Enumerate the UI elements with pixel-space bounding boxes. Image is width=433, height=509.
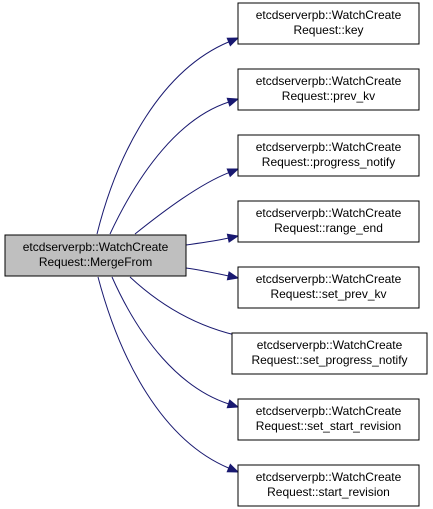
node-range_end[interactable]: etcdserverpb::WatchCreateRequest::range_…: [237, 200, 420, 243]
node-label-line1: etcdserverpb::WatchCreate: [256, 470, 402, 484]
node-label-line2: Request::key: [293, 23, 363, 37]
node-box: [237, 68, 420, 111]
node-set_progress_notify[interactable]: etcdserverpb::WatchCreateRequest::set_pr…: [231, 332, 428, 375]
node-box: [4, 234, 187, 277]
node-label-line2: Request::progress_notify: [262, 155, 395, 169]
node-label-line1: etcdserverpb::WatchCreate: [256, 74, 402, 88]
edge-merge_from-to-set_start_revision: [111, 276, 229, 405]
node-label-line1: etcdserverpb::WatchCreate: [256, 206, 402, 220]
edge-merge_from-to-start_revision: [97, 276, 229, 469]
node-label-line1: etcdserverpb::WatchCreate: [256, 272, 402, 286]
node-label-line1: etcdserverpb::WatchCreate: [256, 140, 402, 154]
node-progress_notify[interactable]: etcdserverpb::WatchCreateRequest::progre…: [237, 134, 420, 177]
node-label-line1: etcdserverpb::WatchCreate: [23, 240, 169, 254]
node-set_start_revision[interactable]: etcdserverpb::WatchCreateRequest::set_st…: [237, 398, 420, 441]
node-set_prev_kv[interactable]: etcdserverpb::WatchCreateRequest::set_pr…: [237, 266, 420, 309]
edge-merge_from-to-set_progress_notify: [129, 276, 253, 339]
arrowhead-range_end: [226, 233, 240, 243]
node-label-line2: Request::MergeFrom: [39, 255, 152, 269]
node-box: [237, 2, 420, 45]
nodes-layer: etcdserverpb::WatchCreateRequest::MergeF…: [4, 2, 428, 507]
node-label-line2: Request::set_prev_kv: [270, 287, 386, 301]
node-label-line1: etcdserverpb::WatchCreate: [257, 338, 403, 352]
edge-merge_from-to-key: [96, 41, 229, 235]
node-box: [231, 332, 428, 375]
arrowhead-key: [226, 37, 240, 47]
node-box: [237, 200, 420, 243]
node-start_revision[interactable]: etcdserverpb::WatchCreateRequest::start_…: [237, 464, 420, 507]
edge-merge_from-to-set_prev_kv: [185, 267, 229, 277]
node-label-line2: Request::start_revision: [267, 485, 390, 499]
arrowhead-set_start_revision: [226, 399, 240, 409]
node-label-line2: Request::prev_kv: [282, 89, 375, 103]
node-label-line2: Request::set_progress_notify: [251, 353, 407, 367]
node-label-line1: etcdserverpb::WatchCreate: [256, 8, 402, 22]
edge-merge_from-to-range_end: [185, 237, 229, 246]
node-source-merge_from[interactable]: etcdserverpb::WatchCreateRequest::MergeF…: [4, 234, 187, 277]
arrowhead-start_revision: [226, 463, 240, 473]
node-label-line2: Request::set_start_revision: [256, 419, 401, 433]
node-box: [237, 266, 420, 309]
node-box: [237, 398, 420, 441]
arrowhead-set_prev_kv: [226, 271, 240, 281]
node-label-line1: etcdserverpb::WatchCreate: [256, 404, 402, 418]
node-prev_kv[interactable]: etcdserverpb::WatchCreateRequest::prev_k…: [237, 68, 420, 111]
node-box: [237, 134, 420, 177]
edge-merge_from-to-prev_kv: [109, 101, 229, 235]
edge-merge_from-to-progress_notify: [134, 172, 229, 235]
arrowhead-progress_notify: [226, 168, 240, 178]
node-label-line2: Request::range_end: [274, 221, 383, 235]
arrowhead-prev_kv: [226, 97, 240, 107]
node-box: [237, 464, 420, 507]
